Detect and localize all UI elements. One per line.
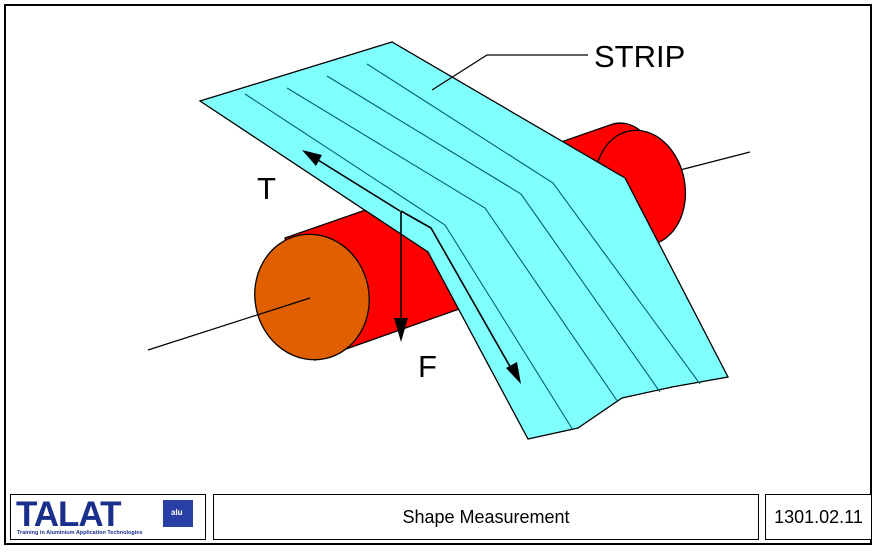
logo-wordmark: TALAT xyxy=(16,495,121,534)
roll-axis-left xyxy=(147,297,311,351)
strip-tension-arrow xyxy=(400,210,521,384)
strip-roll-diagram: STRIP T F xyxy=(147,39,751,440)
tension-label: T xyxy=(257,171,276,206)
force-label: F xyxy=(418,349,437,384)
slide-title-text: Shape Measurement xyxy=(402,506,570,527)
strip-leader-line xyxy=(431,54,588,91)
eu-flag-icon: alu xyxy=(163,500,193,527)
slide-frame xyxy=(4,4,872,545)
roll-left-end xyxy=(254,233,370,361)
strip-lines xyxy=(244,63,701,431)
tension-arrow xyxy=(302,150,401,212)
force-arrow xyxy=(394,211,408,342)
slide-title: Shape Measurement xyxy=(213,494,759,540)
talat-logo: TALAT alu Training in Aluminium Applicat… xyxy=(10,494,206,540)
flag-text: alu xyxy=(171,508,183,517)
strip-body xyxy=(198,41,729,440)
strip-label: STRIP xyxy=(594,39,685,74)
logo-subtitle: Training in Aluminium Application Techno… xyxy=(17,530,143,536)
footer-bar: TALAT alu Training in Aluminium Applicat… xyxy=(10,494,872,540)
roll-axis-right xyxy=(679,151,751,171)
slide-code-text: 1301.02.11 xyxy=(774,506,863,527)
slide-code: 1301.02.11 xyxy=(765,494,872,540)
